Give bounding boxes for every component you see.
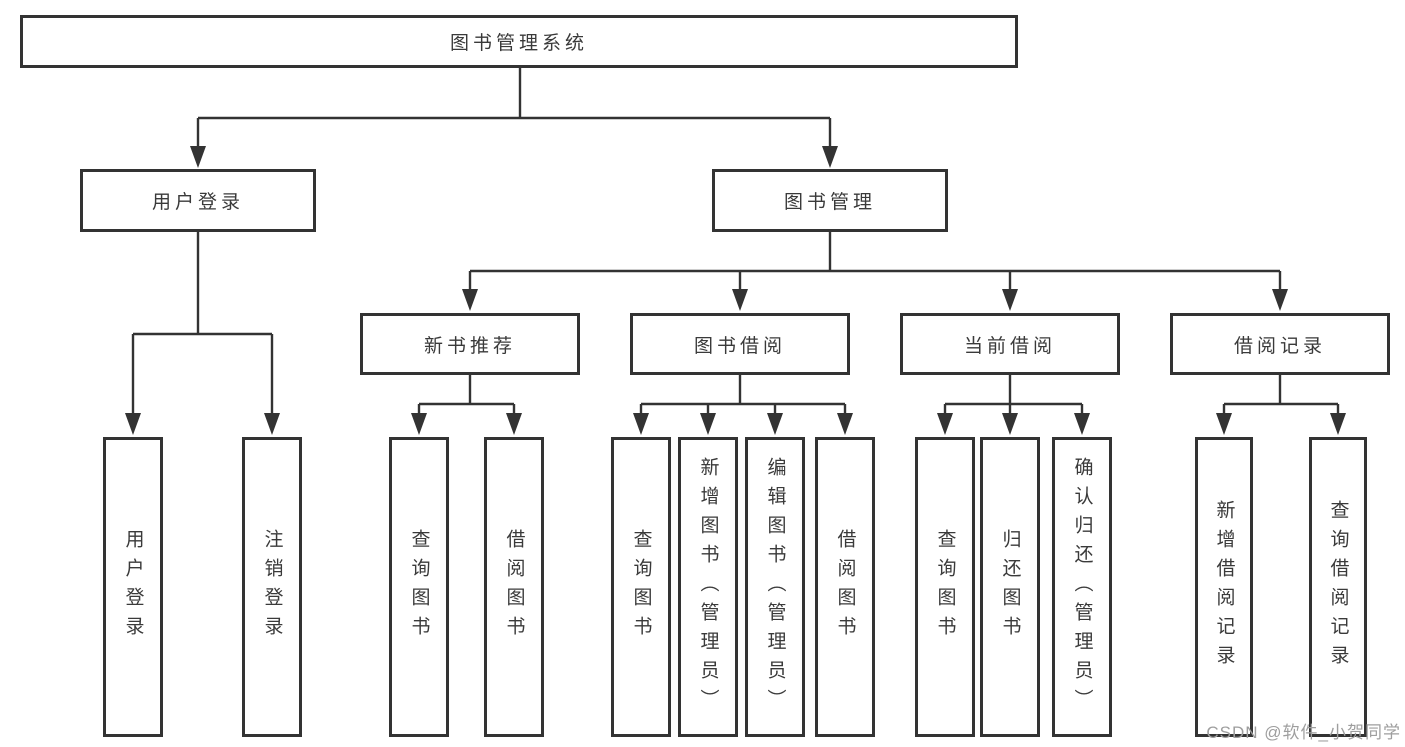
node-leaf-logout: 注销登录	[242, 437, 302, 737]
node-user-login: 用户登录	[80, 169, 316, 232]
node-leaf-add-books-admin: 新增图书（管理员）	[678, 437, 738, 737]
node-library-management-system: 图书管理系统	[20, 15, 1018, 68]
node-leaf-query-books-borrow: 查询图书	[611, 437, 671, 737]
node-new-book-recommendation: 新书推荐	[360, 313, 580, 375]
node-leaf-user-login: 用户登录	[103, 437, 163, 737]
node-leaf-edit-books-admin: 编辑图书（管理员）	[745, 437, 805, 737]
node-leaf-borrow-books-recommend: 借阅图书	[484, 437, 544, 737]
node-leaf-borrow-books: 借阅图书	[815, 437, 875, 737]
node-leaf-add-borrow-record: 新增借阅记录	[1195, 437, 1253, 737]
node-leaf-query-books-current: 查询图书	[915, 437, 975, 737]
node-borrowing-records: 借阅记录	[1170, 313, 1390, 375]
node-leaf-confirm-return-admin: 确认归还（管理员）	[1052, 437, 1112, 737]
node-leaf-query-books-recommend: 查询图书	[389, 437, 449, 737]
node-current-borrowing: 当前借阅	[900, 313, 1120, 375]
csdn-watermark: CSDN @软件_小贺同学	[1206, 723, 1401, 742]
node-leaf-return-books: 归还图书	[980, 437, 1040, 737]
node-book-borrowing: 图书借阅	[630, 313, 850, 375]
node-leaf-query-borrow-record: 查询借阅记录	[1309, 437, 1367, 737]
node-book-management: 图书管理	[712, 169, 948, 232]
